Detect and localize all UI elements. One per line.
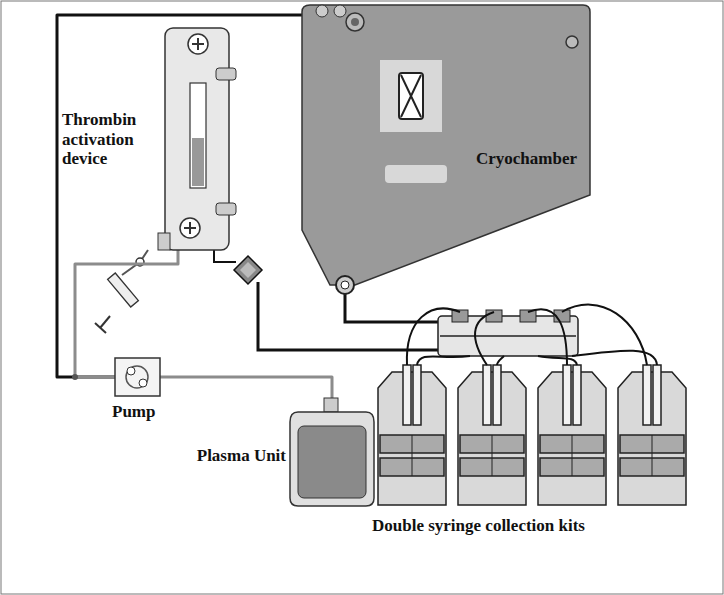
node-label: Pump bbox=[112, 402, 155, 422]
outlet-line bbox=[345, 293, 440, 322]
part-label: Double syringe collection kits bbox=[372, 516, 585, 536]
node-label: Thrombin activation device bbox=[62, 110, 152, 169]
tube-connector bbox=[160, 377, 332, 398]
pump: Pump bbox=[115, 358, 160, 396]
thrombin-device: Thrombin activation device bbox=[148, 28, 230, 250]
syringe bbox=[95, 250, 148, 333]
cryochamber: Cryochamber bbox=[300, 5, 592, 295]
plasma-unit: Plasma Unit bbox=[288, 398, 376, 506]
pump-shape bbox=[115, 358, 160, 396]
device-line bbox=[214, 250, 236, 262]
tube-connector bbox=[57, 15, 302, 377]
plasma-unit-shape bbox=[288, 398, 376, 506]
node-label: Plasma Unit bbox=[197, 446, 286, 466]
filter bbox=[234, 256, 262, 284]
t-junction bbox=[72, 374, 78, 380]
collection-kits bbox=[378, 305, 686, 505]
thrombin-device-shape bbox=[148, 28, 230, 250]
node-label: Cryochamber bbox=[476, 149, 577, 169]
